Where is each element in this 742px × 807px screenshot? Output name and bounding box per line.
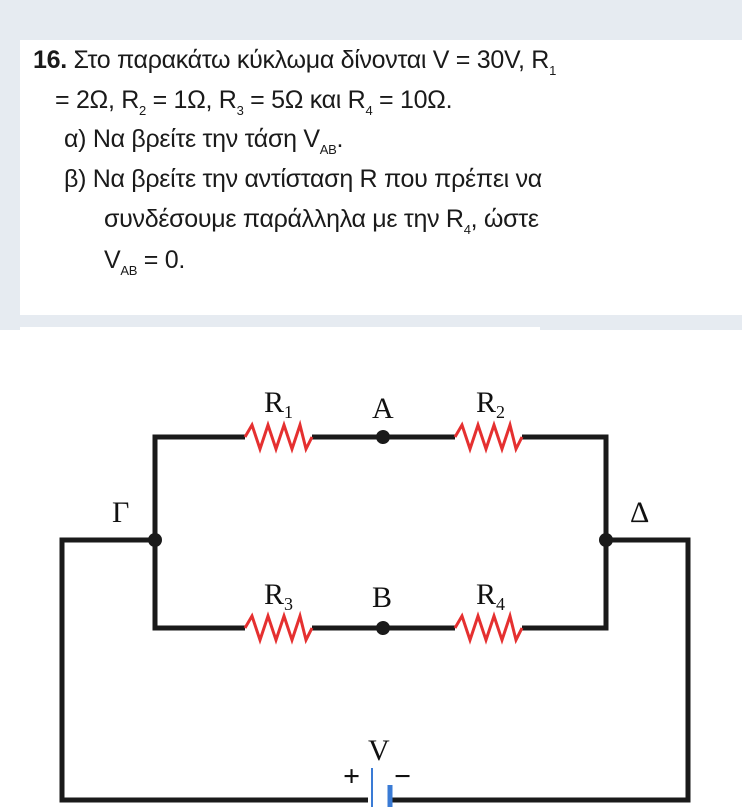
- question-b-line-1: β) Να βρείτε την αντίσταση R που πρέπει …: [64, 165, 542, 193]
- node-b: [376, 621, 390, 635]
- wire-outer-left: [59, 537, 368, 803]
- label-delta: Δ: [630, 496, 649, 529]
- label-plus: +: [343, 760, 360, 793]
- question-b-line-3: VAB = 0.: [104, 246, 185, 278]
- resistor-r3: [243, 610, 314, 645]
- problem-line-2: = 2Ω, R2 = 1Ω, R3 = 5Ω και R4 = 10Ω.: [55, 86, 453, 118]
- text: = 10Ω.: [372, 86, 453, 114]
- node-a: [376, 430, 390, 444]
- question-a: α) Να βρείτε την τάση VAB.: [64, 125, 343, 157]
- wires: [59, 434, 691, 803]
- text: συνδέσουμε παράλληλα με την R: [104, 205, 464, 233]
- battery-icon: [371, 768, 393, 807]
- subscript: 3: [236, 103, 244, 118]
- problem-number: 16.: [33, 46, 67, 74]
- figure-card: [20, 327, 540, 337]
- subscript: AB: [319, 142, 337, 157]
- wire-left-branch: [152, 434, 245, 631]
- wire-outer-right: [392, 537, 691, 803]
- label-v: V: [368, 734, 390, 767]
- node-delta: [599, 533, 613, 547]
- wire-right-branch: [522, 434, 609, 631]
- text: = 1Ω, R: [145, 86, 237, 114]
- text: = 2Ω, R: [55, 86, 139, 114]
- subscript: 2: [138, 103, 146, 118]
- label-r3: R3: [264, 578, 293, 614]
- subscript: 4: [365, 103, 373, 118]
- text: V: [104, 246, 121, 274]
- node-gamma: [148, 533, 162, 547]
- label-gamma: Γ: [112, 496, 129, 529]
- resistor-r1: [243, 419, 314, 454]
- label-r4: R4: [476, 578, 505, 614]
- question-b-line-2: συνδέσουμε παράλληλα με την R4, ώστε: [104, 205, 539, 237]
- text: , ώστε: [470, 205, 539, 233]
- text: = 5Ω και R: [243, 86, 366, 114]
- text: = 0.: [137, 246, 186, 274]
- resistor-r4: [453, 610, 524, 645]
- label-r2: R2: [476, 386, 505, 422]
- problem-text: Στο παρακάτω κύκλωμα δίνονται V = 30V, R: [73, 46, 550, 74]
- label-b: B: [372, 581, 392, 614]
- subscript: 1: [549, 63, 557, 78]
- resistor-r2: [453, 419, 524, 454]
- problem-line-1: 16. Στο παρακάτω κύκλωμα δίνονται V = 30…: [33, 46, 556, 78]
- problem-card: [20, 40, 742, 315]
- label-r1: R1: [264, 386, 293, 422]
- text: .: [336, 125, 344, 153]
- label-minus: −: [394, 760, 411, 793]
- subscript: 4: [463, 222, 471, 237]
- text: α) Να βρείτε την τάση V: [64, 125, 320, 153]
- subscript: AB: [120, 263, 138, 278]
- label-a: A: [372, 392, 394, 425]
